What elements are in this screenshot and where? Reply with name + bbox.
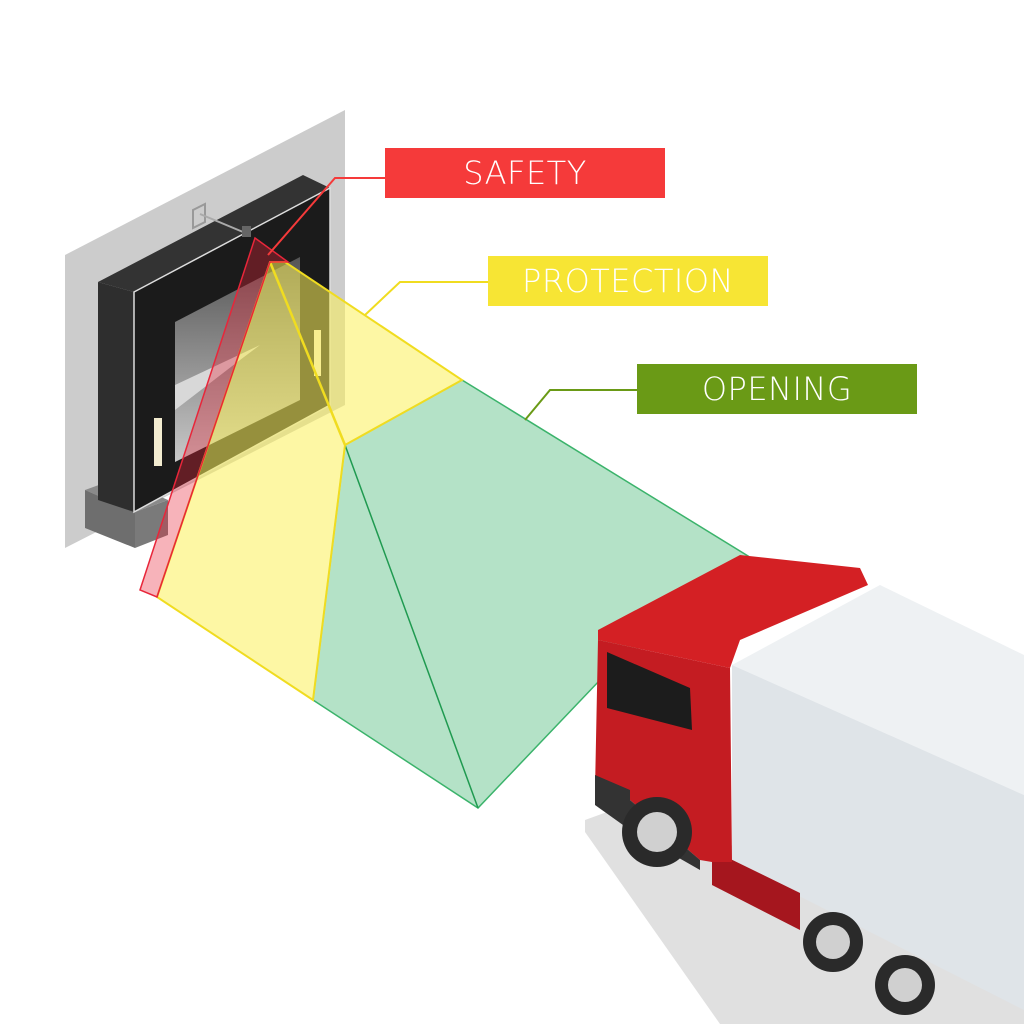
cab-roof — [598, 555, 868, 668]
protection-leader-line — [364, 281, 489, 316]
opening-leader-line — [524, 389, 638, 421]
sensor-icon — [242, 226, 251, 237]
left-light — [154, 418, 162, 466]
rear-wheel — [888, 968, 922, 1002]
trailer-side — [732, 665, 1024, 1010]
rear-wheel — [816, 925, 850, 959]
protection-label: PROTECTION — [488, 256, 768, 306]
truck — [585, 555, 1024, 1024]
sensor-mount — [192, 202, 206, 230]
opening-zone-edge — [344, 444, 479, 809]
safety-label: SAFETY — [385, 148, 665, 198]
opening-label: OPENING — [637, 364, 917, 414]
protection-zone-edge — [268, 261, 347, 446]
safety-zone — [139, 236, 291, 598]
chassis — [712, 850, 800, 930]
safety-leader-line — [267, 177, 386, 256]
trailer-top — [732, 585, 1024, 795]
cab-window — [607, 652, 692, 730]
